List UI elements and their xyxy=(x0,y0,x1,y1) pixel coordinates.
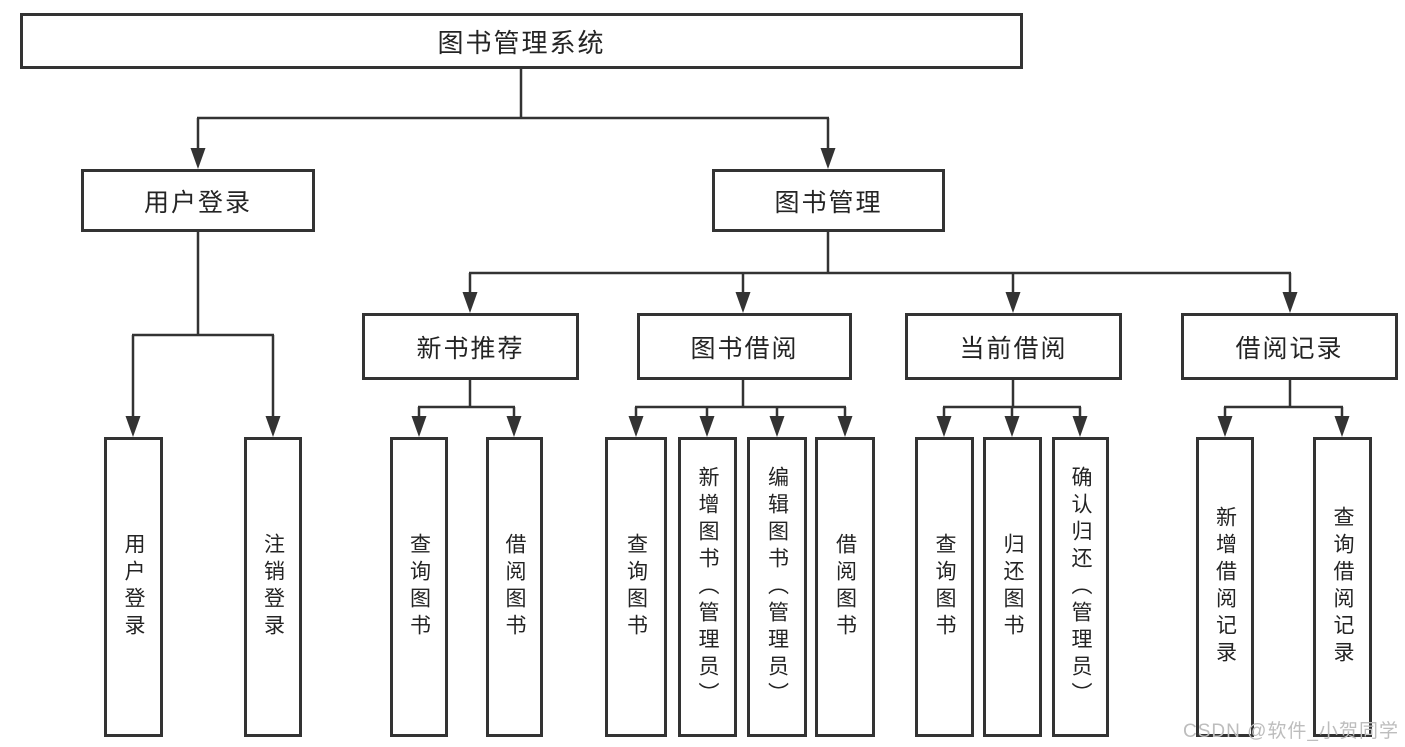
leaf-add-book-admin: 新增图书（管理员） xyxy=(678,437,737,737)
leaf-user-login: 用户登录 xyxy=(104,437,163,737)
leaf-query-books-current: 查询图书 xyxy=(915,437,974,737)
leaf-query-borrow-record: 查询借阅记录 xyxy=(1313,437,1372,737)
leaf-query-books-borrow: 查询图书 xyxy=(605,437,667,737)
leaf-borrow-books-recommend: 借阅图书 xyxy=(486,437,543,737)
node-book-management: 图书管理 xyxy=(712,169,945,232)
node-library-management-system: 图书管理系统 xyxy=(20,13,1023,69)
node-current-borrowing: 当前借阅 xyxy=(905,313,1122,380)
leaf-borrow-books: 借阅图书 xyxy=(815,437,875,737)
leaf-confirm-return-admin: 确认归还（管理员） xyxy=(1052,437,1109,737)
leaf-logout: 注销登录 xyxy=(244,437,302,737)
node-book-borrowing: 图书借阅 xyxy=(637,313,852,380)
csdn-watermark: CSDN @软件_小贺同学 xyxy=(1183,721,1399,742)
node-user-login: 用户登录 xyxy=(81,169,315,232)
node-new-book-recommendation: 新书推荐 xyxy=(362,313,579,380)
leaf-query-books-recommend: 查询图书 xyxy=(390,437,448,737)
leaf-return-book: 归还图书 xyxy=(983,437,1042,737)
leaf-edit-book-admin: 编辑图书（管理员） xyxy=(747,437,807,737)
node-borrowing-records: 借阅记录 xyxy=(1181,313,1398,380)
leaf-add-borrow-record: 新增借阅记录 xyxy=(1196,437,1254,737)
